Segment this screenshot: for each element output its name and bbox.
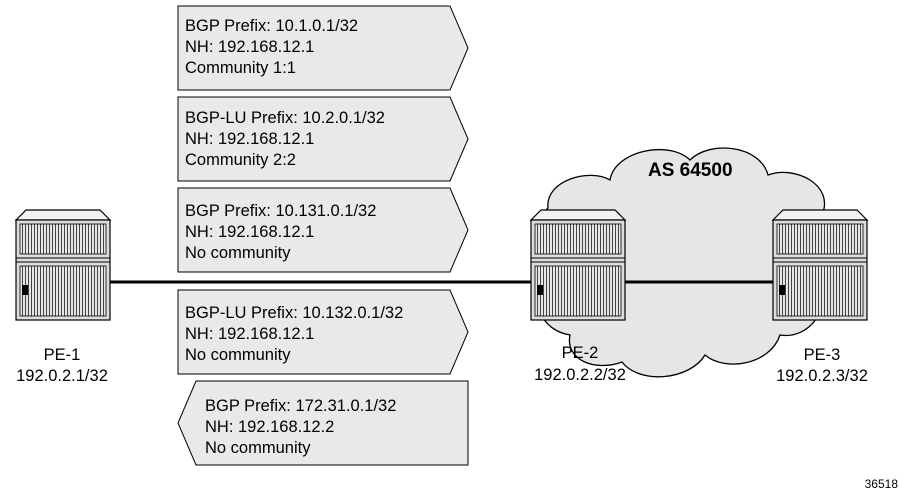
router-pe-1: PE-1 192.0.2.1/32 [15, 209, 111, 385]
router-address: 192.0.2.3/32 [776, 367, 868, 385]
router-icon [530, 209, 626, 321]
message-line: BGP Prefix: 172.31.0.1/32 [205, 397, 396, 415]
message-line: No community [205, 439, 311, 457]
router-address: 192.0.2.2/32 [534, 366, 626, 384]
message-arrow-2: BGP-LU Prefix: 10.2.0.1/32 NH: 192.168.1… [177, 96, 469, 182]
router-pe-2: PE-2 192.0.2.2/32 [530, 209, 626, 384]
router-name: PE-3 [804, 346, 841, 364]
message-arrow-1: BGP Prefix: 10.1.0.1/32 NH: 192.168.12.1… [177, 5, 469, 91]
message-line: NH: 192.168.12.1 [185, 223, 314, 241]
router-icon [15, 209, 111, 321]
router-name: PE-2 [562, 344, 599, 362]
figure-id: 36518 [865, 477, 899, 491]
message-line: Community 1:1 [185, 59, 296, 77]
message-arrow-4: BGP-LU Prefix: 10.132.0.1/32 NH: 192.168… [177, 289, 469, 375]
message-line: No community [185, 244, 291, 262]
router-address: 192.0.2.1/32 [16, 367, 108, 385]
message-arrow-3: BGP Prefix: 10.131.0.1/32 NH: 192.168.12… [177, 187, 469, 273]
as-label: AS 64500 [648, 160, 733, 181]
message-line: BGP Prefix: 10.1.0.1/32 [185, 17, 358, 35]
message-line: BGP Prefix: 10.131.0.1/32 [185, 202, 376, 220]
message-line: NH: 192.168.12.1 [185, 38, 314, 56]
message-arrow-5: BGP Prefix: 172.31.0.1/32 NH: 192.168.12… [177, 380, 469, 466]
message-line: Community 2:2 [185, 151, 296, 169]
message-line: BGP-LU Prefix: 10.132.0.1/32 [185, 304, 403, 322]
message-line: NH: 192.168.12.1 [185, 130, 314, 148]
router-icon [772, 209, 868, 321]
message-line: BGP-LU Prefix: 10.2.0.1/32 [185, 109, 385, 127]
message-line: NH: 192.168.12.2 [205, 418, 334, 436]
message-line: NH: 192.168.12.1 [185, 325, 314, 343]
router-pe-3: PE-3 192.0.2.3/32 [772, 209, 868, 385]
message-line: No community [185, 346, 291, 364]
router-name: PE-1 [44, 346, 81, 364]
